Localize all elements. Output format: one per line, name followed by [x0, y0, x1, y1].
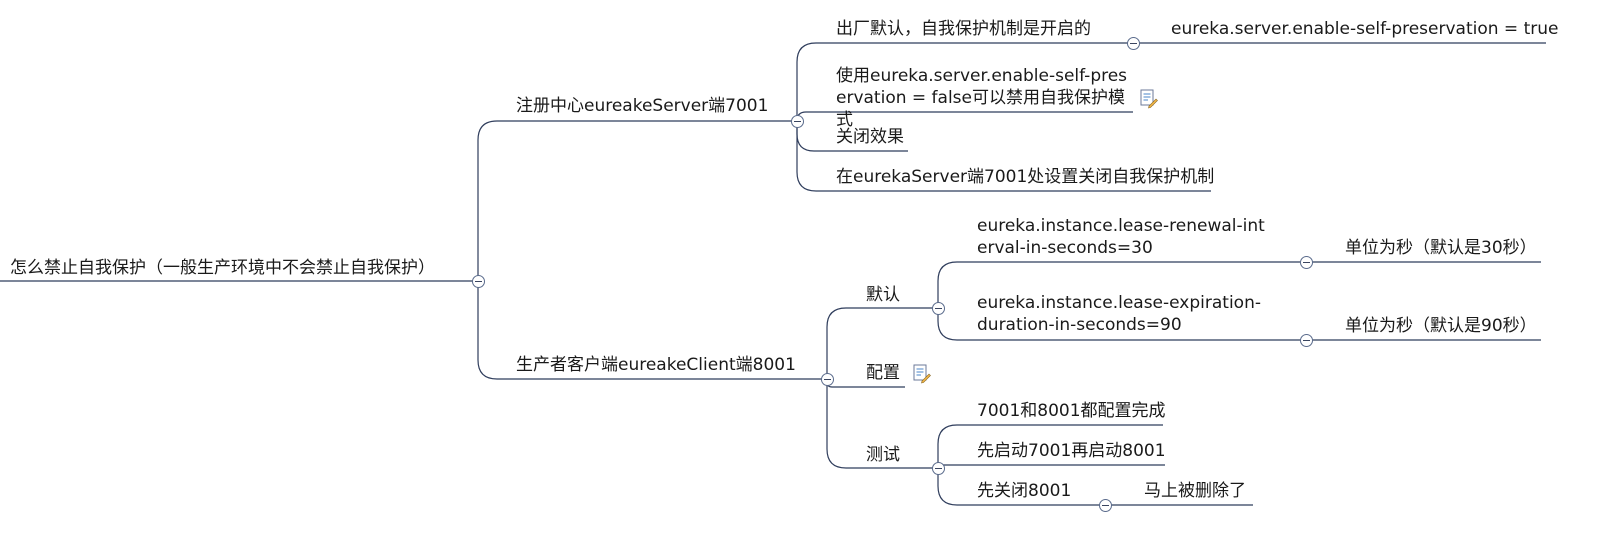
- collapse-test-icon[interactable]: [932, 462, 945, 475]
- test-start-order[interactable]: 先启动7001再启动8001: [977, 441, 1166, 461]
- test-shutdown[interactable]: 先关闭8001: [977, 481, 1072, 501]
- connector-root-server: [477, 120, 797, 281]
- test-removed[interactable]: 马上被删除了: [1144, 481, 1246, 501]
- note-icon[interactable]: [913, 364, 931, 384]
- client-default[interactable]: 默认: [866, 285, 900, 305]
- client-expiration-duration[interactable]: eureka.instance.lease-expiration-duratio…: [977, 293, 1261, 335]
- test-configured[interactable]: 7001和8001都配置完成: [977, 401, 1166, 421]
- client-test[interactable]: 测试: [866, 445, 900, 465]
- connector-client-default: [826, 307, 938, 379]
- connector-default-expiration: [937, 308, 1306, 341]
- server-preservation-true[interactable]: eureka.server.enable-self-preservation =…: [1171, 19, 1559, 39]
- client-config[interactable]: 配置: [866, 363, 900, 383]
- server-set-close[interactable]: 在eurekaServer端7001处设置关闭自我保护机制: [836, 167, 1215, 187]
- connector-test-c1: [937, 424, 1163, 468]
- server-close-effect[interactable]: 关闭效果: [836, 127, 904, 147]
- collapse-expiration-icon[interactable]: [1300, 334, 1313, 347]
- collapse-default-icon[interactable]: [932, 302, 945, 315]
- client-renewal-unit[interactable]: 单位为秒（默认是30秒）: [1345, 238, 1537, 258]
- connector-test-c2: [937, 464, 1165, 469]
- collapse-shutdown-icon[interactable]: [1099, 499, 1112, 512]
- note-icon[interactable]: [1140, 89, 1158, 109]
- branch-server[interactable]: 注册中心eureakeServer端7001: [516, 96, 769, 116]
- collapse-client-icon[interactable]: [821, 373, 834, 386]
- branch-client[interactable]: 生产者客户端eureakeClient端8001: [516, 355, 796, 375]
- client-renewal-interval[interactable]: eureka.instance.lease-renewal-interval-i…: [977, 216, 1265, 258]
- connector-test-c3: [937, 468, 1105, 506]
- server-disable-note[interactable]: 使用eureka.server.enable-self-preservation…: [836, 66, 1128, 130]
- server-default-on[interactable]: 出厂默认，自我保护机制是开启的: [836, 19, 1091, 39]
- collapse-default-on-icon[interactable]: [1127, 37, 1140, 50]
- collapse-server-icon[interactable]: [791, 115, 804, 128]
- connector-server-c4: [796, 121, 1211, 192]
- collapse-renewal-icon[interactable]: [1300, 256, 1313, 269]
- connector-server-c1: [796, 42, 1133, 121]
- connector-client-test: [826, 379, 938, 469]
- connector-root-client: [477, 281, 827, 380]
- collapse-root-icon[interactable]: [472, 275, 485, 288]
- root-topic[interactable]: 怎么禁止自我保护（一般生产环境中不会禁止自我保护）: [10, 258, 435, 278]
- client-expiration-unit[interactable]: 单位为秒（默认是90秒）: [1345, 316, 1537, 336]
- connector-default-renewal: [937, 261, 1306, 308]
